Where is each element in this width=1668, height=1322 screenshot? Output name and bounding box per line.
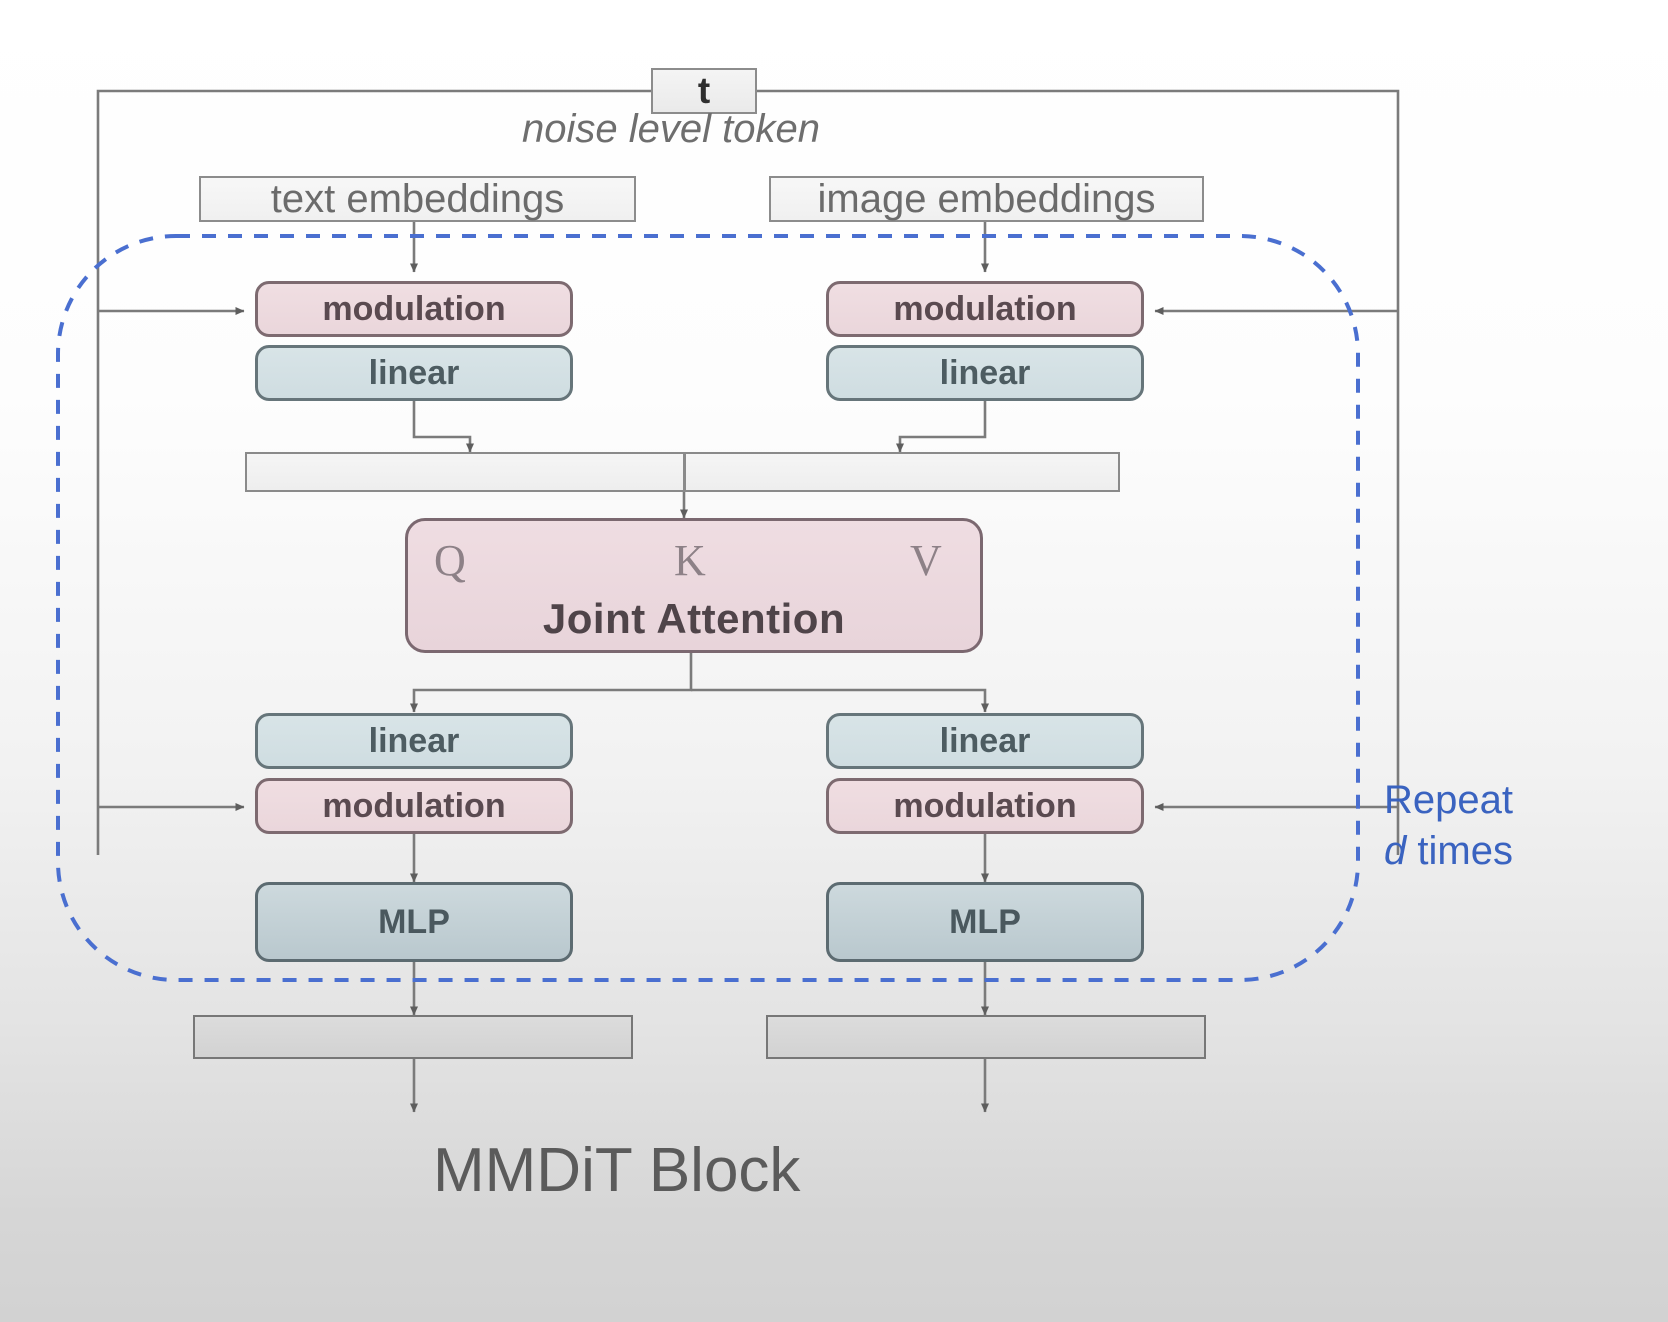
image-embeddings-label: image embeddings [817,176,1156,221]
joint-attention-title: Joint Attention [542,595,846,642]
attention-v-label: V [910,536,942,585]
repeat-count-symbol: d [1384,829,1407,874]
image-mlp-label: MLP [949,902,1021,941]
concat-strip-text [245,452,685,492]
text-linear-bottom[interactable]: linear [255,713,573,769]
text-linear-top-label: linear [368,353,460,392]
joint-attention-block[interactable]: Q K V Joint Attention [405,518,983,653]
image-modulation-bottom[interactable]: modulation [826,778,1144,834]
image-output-bar [766,1015,1206,1059]
text-modulation-top[interactable]: modulation [255,281,573,337]
image-modulation-top[interactable]: modulation [826,281,1144,337]
diagram-caption: MMDiT Block [433,1136,801,1205]
repeat-times-label: times [1417,829,1513,874]
image-embeddings-box[interactable]: image embeddings [769,176,1204,222]
text-modulation-bottom[interactable]: modulation [255,778,573,834]
text-embeddings-box[interactable]: text embeddings [199,176,636,222]
image-modulation-bottom-label: modulation [893,786,1077,825]
noise-level-caption: noise level token [522,107,820,151]
text-linear-top[interactable]: linear [255,345,573,401]
text-modulation-top-label: modulation [322,289,506,328]
attention-q-label: Q [434,536,466,585]
repeat-label: Repeat [1384,778,1513,822]
image-linear-bottom[interactable]: linear [826,713,1144,769]
text-mlp-label: MLP [378,902,450,941]
concat-strip-image [684,452,1120,492]
text-modulation-bottom-label: modulation [322,786,506,825]
text-embeddings-label: text embeddings [270,176,565,221]
text-linear-bottom-label: linear [368,721,460,760]
text-output-bar [193,1015,633,1059]
image-linear-top-label: linear [939,353,1031,392]
noise-level-token-label: t [697,70,711,111]
image-linear-top[interactable]: linear [826,345,1144,401]
image-mlp-block[interactable]: MLP [826,882,1144,962]
image-linear-bottom-label: linear [939,721,1031,760]
repeat-annotation: Repeat d times [1384,775,1513,877]
noise-level-token-box[interactable]: t [651,68,757,114]
image-modulation-top-label: modulation [893,289,1077,328]
attention-k-label: K [674,536,706,585]
text-mlp-block[interactable]: MLP [255,882,573,962]
